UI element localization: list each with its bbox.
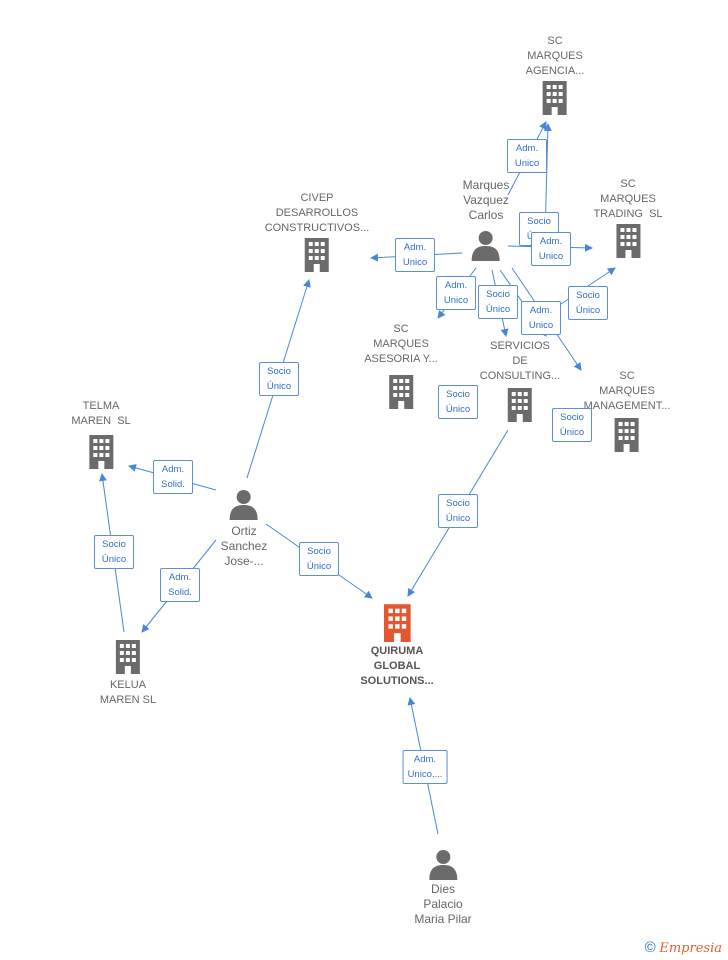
node-sc-marques-agencia[interactable]: SC MARQUES AGENCIA... [525,34,585,115]
edge-label-adm-asesoria[interactable]: Adm. Unico [436,276,476,310]
node-marques-vazquez[interactable]: Marques Vazquez Carlos [462,178,510,261]
edge-label-adm-consulting[interactable]: Adm. Unico [521,301,561,335]
building-icon [389,375,413,409]
edge-label-socio-management[interactable]: Socio Único [552,408,592,442]
edge-label-socio-telma[interactable]: Socio Único [94,535,134,569]
building-icon [304,238,329,272]
edge-label-socio-trading[interactable]: Socio Único [568,286,608,320]
node-telma-maren[interactable]: TELMA MAREN SL [71,399,131,469]
edge-label-socio-asesoria[interactable]: Socio Único [438,385,478,419]
edge-label-adm-civep[interactable]: Adm. Unico [395,238,435,272]
edge-label-adm-telma[interactable]: Adm. Solid. [153,460,193,494]
node-label: Ortiz Sanchez Jose-... [220,524,268,568]
edge-label-socio-civep[interactable]: Socio Único [259,362,299,396]
node-quiruma[interactable]: QUIRUMA GLOBAL SOLUTIONS... [360,602,434,689]
node-sc-marques-management[interactable]: SC MARQUES MANAGEMENT... [583,369,671,452]
edge-label-adm-quiruma[interactable]: Adm. Unico,... [402,750,448,784]
node-label: TELMA MAREN SL [71,400,131,427]
node-label: SERVICIOS DE CONSULTING... [479,340,561,382]
node-label: SC MARQUES AGENCIA... [525,35,585,77]
node-label: Dies Palacio Maria Pilar [414,882,472,926]
node-label: KELUA MAREN SL [99,679,157,706]
building-icon [543,81,567,115]
node-servicios-consulting[interactable]: SERVICIOS DE CONSULTING... [480,339,560,422]
node-kelua-maren[interactable]: KELUA MAREN SL [100,638,156,708]
edge-label-socio-consulting[interactable]: Socio Único [478,285,518,319]
node-label: QUIRUMA GLOBAL SOLUTIONS... [360,645,434,687]
building-icon [507,388,532,422]
edge-label-adm-agencia[interactable]: Adm. Unico [507,139,547,173]
copyright-icon: © [644,939,656,956]
node-label: CIVEP DESARROLLOS CONSTRUCTIVOS... [264,192,370,234]
node-label: SC MARQUES TRADING SL [593,178,663,220]
edge-label-socio-quiruma-consulting[interactable]: Socio Único [438,494,478,528]
node-sc-marques-trading[interactable]: SC MARQUES TRADING SL [593,177,663,258]
person-icon [229,490,258,520]
person-icon [428,850,457,880]
building-icon [383,604,411,642]
node-civep[interactable]: CIVEP DESARROLLOS CONSTRUCTIVOS... [264,191,370,272]
brand-watermark: © Empresia [645,939,722,956]
node-sc-marques-asesoria[interactable]: SC MARQUES ASESORIA Y... [364,322,438,409]
building-icon [615,224,640,258]
node-dies-palacio[interactable]: Dies Palacio Maria Pilar [414,848,472,927]
edge-label-adm-trading[interactable]: Adm. Unico [531,232,571,266]
building-icon [614,418,639,452]
edge-label-socio-quiruma-ortiz[interactable]: Socio Único [299,542,339,576]
brand-name: Empresia [659,941,722,956]
edge-label-adm-kelua[interactable]: Adm. Solid. [160,568,200,602]
node-label: SC MARQUES MANAGEMENT... [583,370,671,412]
building-icon [116,640,140,674]
person-icon [472,231,500,261]
node-label: Marques Vazquez Carlos [462,178,510,222]
node-label: SC MARQUES ASESORIA Y... [364,323,438,365]
building-icon [88,435,113,469]
node-ortiz-sanchez[interactable]: Ortiz Sanchez Jose-... [220,488,268,569]
